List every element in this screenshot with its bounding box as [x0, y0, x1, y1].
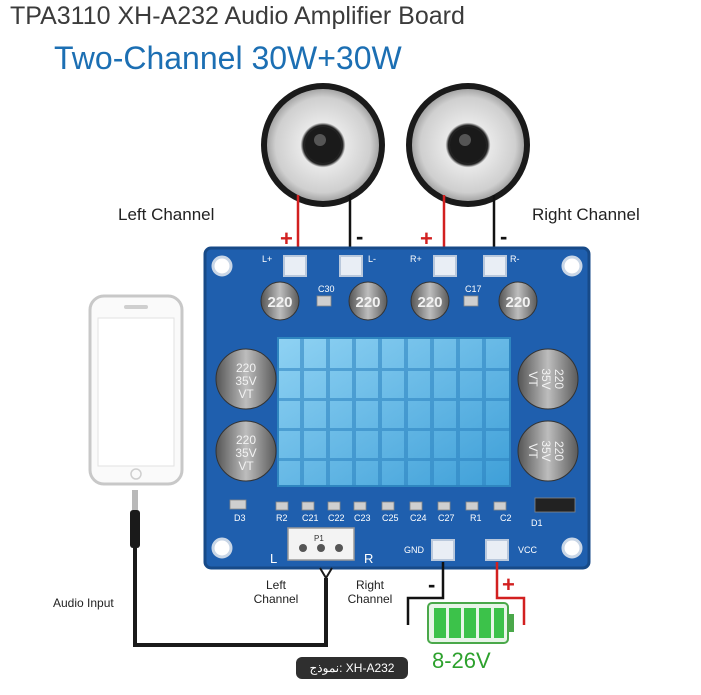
battery-icon — [427, 602, 514, 644]
phone-illustration — [88, 294, 184, 486]
big-cap-2-l2: 35V — [235, 446, 256, 460]
power-minus-sign: - — [428, 572, 435, 597]
model-badge: نموذج: XH-A232 — [296, 657, 408, 679]
cap-label-1: 220 — [267, 294, 292, 311]
pad-r-minus: R- — [510, 254, 520, 264]
big-cap-1-l1: 220 — [236, 361, 256, 375]
label-c24: C24 — [410, 513, 427, 523]
left-plus-sign: + — [280, 226, 293, 251]
pad-l-plus: L+ — [262, 254, 272, 264]
big-cap-4-l1: 220 — [552, 441, 566, 461]
big-cap-4-l3: VT — [526, 443, 540, 459]
label-d3: D3 — [234, 513, 246, 523]
right-input-line2: Channel — [347, 592, 393, 606]
page-subtitle: Two-Channel 30W+30W — [54, 40, 402, 76]
big-cap-2-l1: 220 — [236, 433, 256, 447]
big-cap-4-l2: 35V — [539, 440, 553, 461]
left-speaker — [261, 83, 385, 207]
label-r1: R1 — [470, 513, 482, 523]
cap-label-2: 220 — [355, 294, 380, 311]
pcb-board — [203, 246, 591, 570]
label-gnd: GND — [404, 545, 425, 555]
label-c30: C30 — [318, 284, 335, 294]
power-wires — [406, 562, 526, 625]
voltage-range: 8-26V — [432, 648, 491, 673]
right-plus-sign: + — [420, 226, 433, 251]
left-input-label: Left Channel — [246, 578, 306, 606]
right-input-label: Right Channel — [340, 578, 400, 606]
power-plus-sign: + — [502, 572, 515, 597]
audio-input-label: Audio Input — [53, 596, 114, 610]
cap-label-3: 220 — [417, 294, 442, 311]
label-c25: C25 — [382, 513, 399, 523]
label-c23: C23 — [354, 513, 371, 523]
cap-label-4: 220 — [505, 294, 530, 311]
big-cap-1-l2: 35V — [235, 374, 256, 388]
pad-r-plus: R+ — [410, 254, 422, 264]
big-cap-3-l1: 220 — [552, 369, 566, 389]
label-vcc: VCC — [518, 545, 538, 555]
left-input-line1: Left — [265, 578, 286, 592]
right-speaker — [406, 83, 530, 207]
label-c2: C2 — [500, 513, 512, 523]
label-d1: D1 — [531, 518, 543, 528]
right-input-line1: Right — [355, 578, 384, 592]
label-c17: C17 — [465, 284, 482, 294]
label-r2: R2 — [276, 513, 288, 523]
input-label-l: L — [270, 551, 277, 566]
right-channel-label: Right Channel — [532, 205, 640, 224]
pad-l-minus: L- — [368, 254, 376, 264]
big-cap-2-l3: VT — [238, 459, 254, 473]
big-cap-1-l3: VT — [238, 387, 254, 401]
big-cap-3-l2: 35V — [539, 368, 553, 389]
label-c27: C27 — [438, 513, 455, 523]
page-title: TPA3110 XH-A232 Audio Amplifier Board — [10, 2, 465, 30]
left-minus-sign: - — [356, 224, 363, 249]
left-input-line2: Channel — [253, 592, 299, 606]
audio-cable — [130, 490, 333, 647]
big-cap-3-l3: VT — [526, 371, 540, 387]
left-channel-label: Left Channel — [118, 205, 215, 224]
label-p1: P1 — [314, 534, 324, 543]
label-c21: C21 — [302, 513, 319, 523]
right-minus-sign: - — [500, 224, 507, 249]
input-label-r: R — [364, 551, 373, 566]
label-c22: C22 — [328, 513, 345, 523]
